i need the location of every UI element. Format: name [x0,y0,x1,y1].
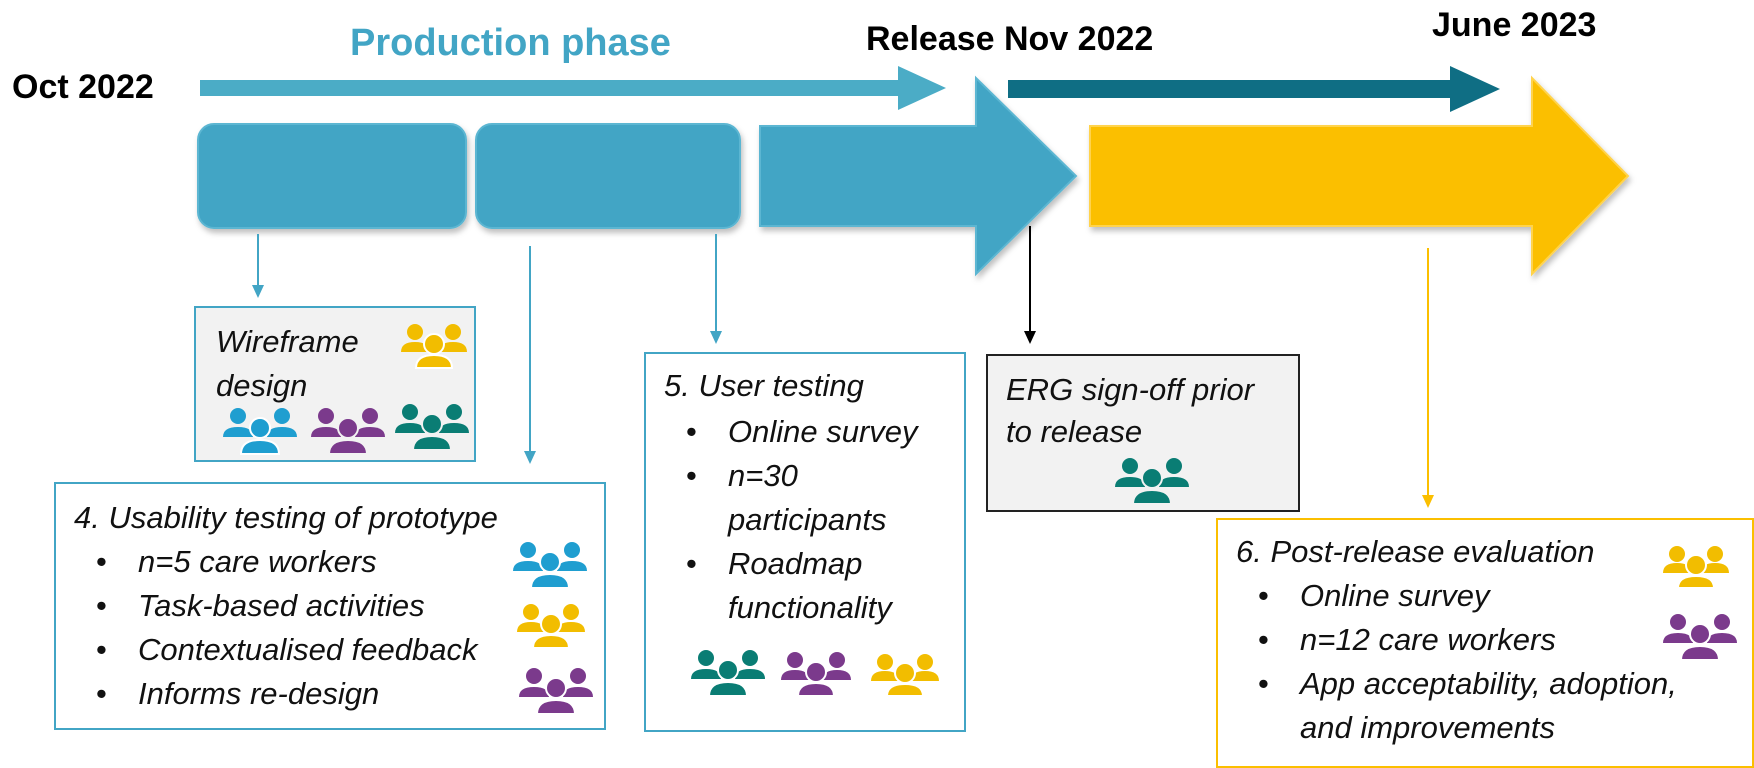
purple-people-icon [781,652,851,697]
purple-people-icon [1663,614,1737,661]
blue-people-icon [513,542,587,589]
usability-testing-box: 4. Usability testing of prototype •n=5 c… [54,482,606,730]
prototype-stage-block [475,123,741,229]
purple-people-icon [519,668,593,715]
wireframe-stage-block [197,123,467,229]
usability-bullet: •Contextualised feedback [96,632,478,667]
yellow-people-icon [871,654,939,697]
teal-people-icon [691,650,765,697]
user-testing-box: 5. User testing •Online survey •n=30 par… [644,352,966,732]
user-testing-connector [710,234,722,344]
usability-bullet: •Informs re-design [96,676,380,711]
wireframe-design-box: Wireframe design [194,306,476,462]
wireframe-line-2: design [216,368,308,403]
erg-connector [1024,226,1036,344]
erg-line-2: to release [1006,414,1143,449]
production-phase-label: Production phase [350,22,671,64]
usability-connector [524,246,536,464]
end-date-label: June 2023 [1432,6,1597,44]
erg-signoff-box: ERG sign-off prior to release [986,354,1300,512]
post-release-timeline-arrow [1008,66,1500,112]
post-release-bullet-continuation: and improvements [1300,710,1556,745]
user-testing-bullet: •Roadmap [686,546,863,581]
user-testing-stage-arrow [759,75,1078,277]
post-release-bullet: •App acceptability, adoption, [1258,666,1677,701]
start-date-label: Oct 2022 [12,68,154,106]
post-release-connector [1422,248,1434,508]
user-testing-bullet-continuation: participants [728,502,887,537]
purple-people-icon [311,408,385,455]
post-release-bullet: •Online survey [1258,578,1490,613]
yellow-people-icon [401,324,467,369]
post-release-title: 6. Post-release evaluation [1236,534,1595,569]
yellow-people-icon [1663,546,1729,589]
wireframe-line-1: Wireframe [216,324,359,359]
user-testing-bullet-continuation: functionality [728,590,892,625]
yellow-people-icon [517,604,585,649]
user-testing-bullet: •Online survey [686,414,918,449]
usability-title: 4. Usability testing of prototype [74,500,498,535]
blue-people-icon [223,408,297,455]
teal-people-icon [395,404,469,451]
post-release-bullet: •n=12 care workers [1258,622,1556,657]
usability-bullet: •Task-based activities [96,588,425,623]
user-testing-bullet: •n=30 [686,458,798,493]
usability-bullet: •n=5 care workers [96,544,377,579]
wireframe-connector [252,234,264,298]
erg-line-1: ERG sign-off prior [1006,372,1255,407]
teal-people-icon [1115,458,1189,505]
release-date-label: Release Nov 2022 [866,20,1154,58]
post-release-box: 6. Post-release evaluation •Online surve… [1216,518,1754,768]
user-testing-title: 5. User testing [664,368,864,403]
post-release-stage-arrow [1089,75,1630,277]
production-timeline-arrow [200,66,946,110]
